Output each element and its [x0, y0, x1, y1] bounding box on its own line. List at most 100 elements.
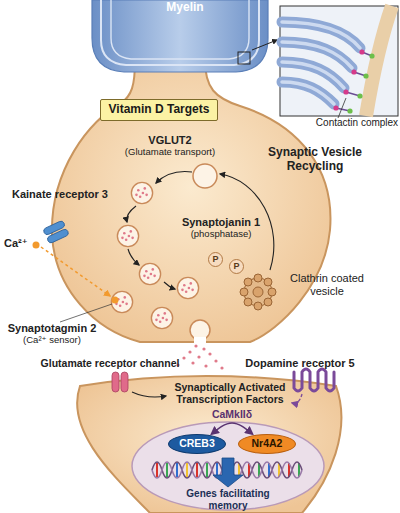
clathrin-vesicle [264, 278, 272, 286]
cell-nucleus [186, 463, 188, 477]
dopamine-receptor [292, 394, 302, 403]
clathrin-vesicle [253, 287, 263, 297]
ion-label: Ca²⁺ [4, 237, 34, 250]
calcium-path [60, 304, 112, 322]
glutamate-receptor [112, 372, 119, 392]
calcium-path [41, 247, 110, 296]
contactin-inset [282, 82, 334, 104]
glutamate-receptor [132, 392, 166, 397]
node-text: P [233, 262, 239, 272]
contactin-inset [336, 52, 372, 111]
myelin-sheath [92, 0, 268, 72]
clathrin-vesicle [240, 274, 276, 310]
vesicle-fusion [176, 320, 223, 370]
protein-label: Synaptotagmin 2 [2, 322, 102, 335]
clathrin-vesicle [244, 298, 252, 306]
node-text: P [212, 255, 218, 265]
calcium-path [112, 297, 119, 304]
structure-label: Myelin [150, 1, 220, 15]
postsynaptic-terminal [77, 376, 341, 513]
contactin-inset [357, 93, 362, 98]
vesicle-cycle [177, 277, 198, 298]
cell-nucleus [213, 458, 243, 487]
vesicle-fusion [197, 355, 200, 358]
vesicle-cycle [131, 182, 152, 203]
vesicle-cycle [111, 291, 132, 312]
vesicle-cycle [127, 206, 136, 222]
dopamine-receptor [292, 369, 334, 403]
vesicle-fusion [202, 347, 205, 350]
vesicle-fusion [194, 337, 206, 345]
contactin-inset [280, 6, 398, 116]
cell-nucleus [176, 463, 178, 477]
kainate-receptor [43, 220, 70, 244]
protein-label: VGLUT2 [120, 134, 220, 147]
structure-label: Clathrin coated vesicle [282, 272, 372, 297]
vesicle-fusion [191, 361, 194, 364]
clathrin-vesicle [254, 302, 262, 310]
kainate-receptor [43, 220, 70, 244]
vesicle-cycle [193, 164, 217, 188]
myelin-sheath [111, 0, 249, 59]
contactin-inset [333, 105, 338, 110]
protein-function: (Glutamate transport) [110, 147, 230, 158]
contactin-inset [366, 6, 392, 116]
vesicle-cycle [128, 249, 139, 265]
vesicle-cycle [164, 282, 175, 289]
contactin-inset [359, 49, 364, 54]
transcription-factor: Nr4A2 [238, 434, 296, 454]
zoom-marker [238, 52, 250, 64]
postsynaptic-terminal [77, 376, 341, 513]
contactin-inset [351, 69, 356, 74]
node-text: Vitamin D Targets [109, 103, 210, 116]
node-text: CREB3 [179, 438, 215, 450]
kinase-label: CaMkIIδ [192, 408, 272, 420]
structure-label: Contactin complex [314, 117, 400, 129]
protein-label: Glutamate receptor channel [35, 357, 185, 369]
cell-nucleus [132, 422, 324, 510]
kainate-receptor [46, 228, 69, 244]
dopamine-receptor [294, 369, 334, 391]
clathrin-vesicle [264, 298, 272, 306]
vesicle-fusion [194, 344, 197, 347]
contactin-inset [280, 6, 398, 118]
myelin-sheath [92, 0, 268, 72]
zoom-marker [252, 40, 277, 50]
vesicle-cycle [139, 263, 160, 284]
contactin-inset [363, 73, 368, 78]
cell-nucleus [206, 463, 208, 477]
vesicle-fusion [188, 350, 191, 353]
zoom-marker [238, 40, 277, 64]
calcium-path [33, 242, 40, 249]
process-title: Synaptically Activated Transcription Fac… [160, 381, 300, 405]
calcium-path [33, 242, 119, 323]
target-banner: Vitamin D Targets [100, 99, 218, 121]
contactin-inset [282, 22, 360, 104]
interaction-arrow [212, 423, 253, 434]
transcription-factor: CREB3 [168, 434, 226, 454]
cell-nucleus [132, 422, 324, 510]
vesicle-fusion [220, 366, 223, 369]
cell-nucleus [196, 463, 198, 477]
node-text: Nr4A2 [252, 438, 283, 450]
vesicle-cycle [151, 307, 172, 328]
outcome-label: Genes facilitating memory [178, 488, 278, 511]
protein-function: (Ca²⁺ sensor) [2, 335, 102, 346]
myelin-sheath [101, 0, 259, 65]
vesicle-cycle [111, 164, 273, 329]
cell-nucleus [166, 463, 168, 477]
clathrin-vesicle [244, 278, 252, 286]
protein-function: (phosphatase) [175, 229, 267, 240]
contactin-inset [369, 53, 374, 58]
contactin-inset [282, 82, 334, 104]
protein-label: Synaptojanin 1 [175, 216, 267, 229]
phosphate-circle: P [229, 259, 244, 274]
clathrin-vesicle [254, 274, 262, 282]
protein-label: Kainate receptor 3 [5, 188, 115, 201]
vesicle-fusion [208, 352, 211, 355]
contactin-inset [343, 89, 348, 94]
contactin-inset [347, 108, 352, 113]
